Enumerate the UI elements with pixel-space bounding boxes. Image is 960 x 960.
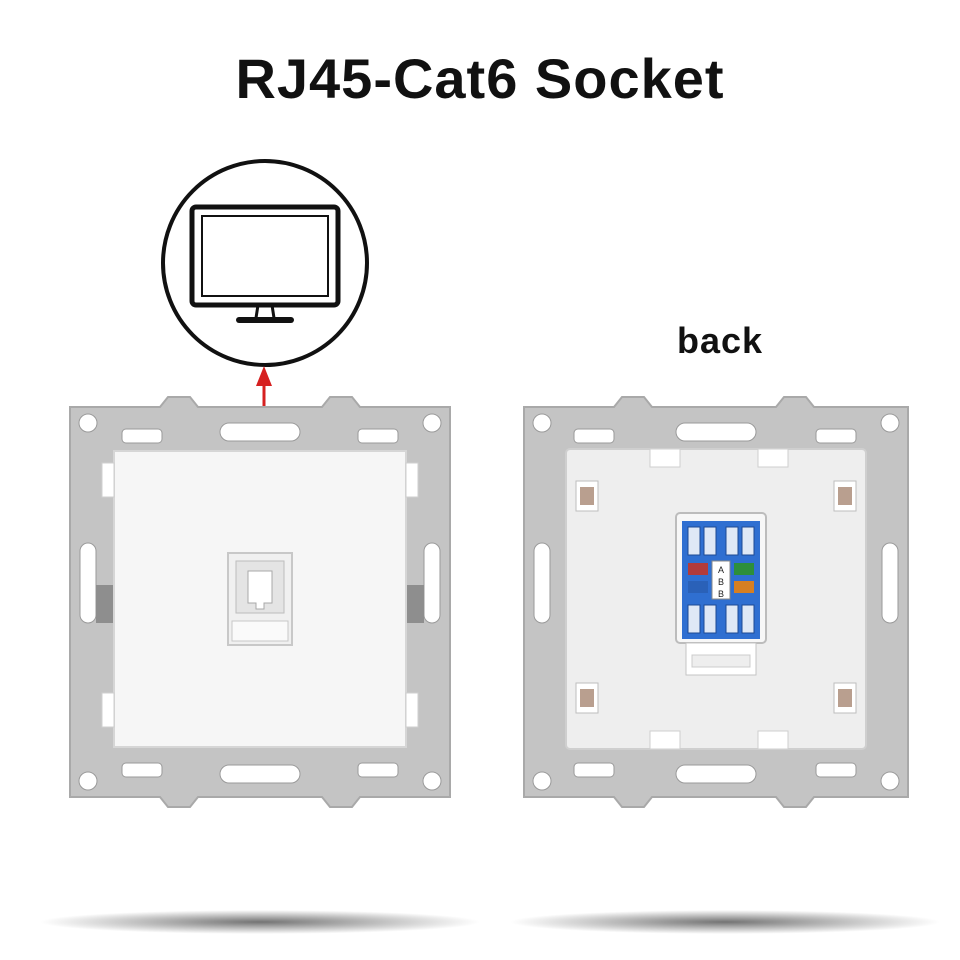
shadow-left: [40, 910, 480, 934]
label-b-1: B: [718, 577, 724, 587]
label-a: A: [718, 565, 724, 575]
monitor-icon: [161, 159, 369, 367]
page-title: RJ45-Cat6 Socket: [235, 47, 725, 110]
shadow-right: [510, 910, 940, 934]
back-label: back: [676, 320, 764, 361]
keystone-module: A B B: [675, 512, 767, 676]
rj45-port: [227, 552, 293, 646]
socket-front: [69, 396, 451, 808]
socket-back: A B B: [523, 396, 909, 808]
label-b-2: B: [718, 589, 724, 599]
